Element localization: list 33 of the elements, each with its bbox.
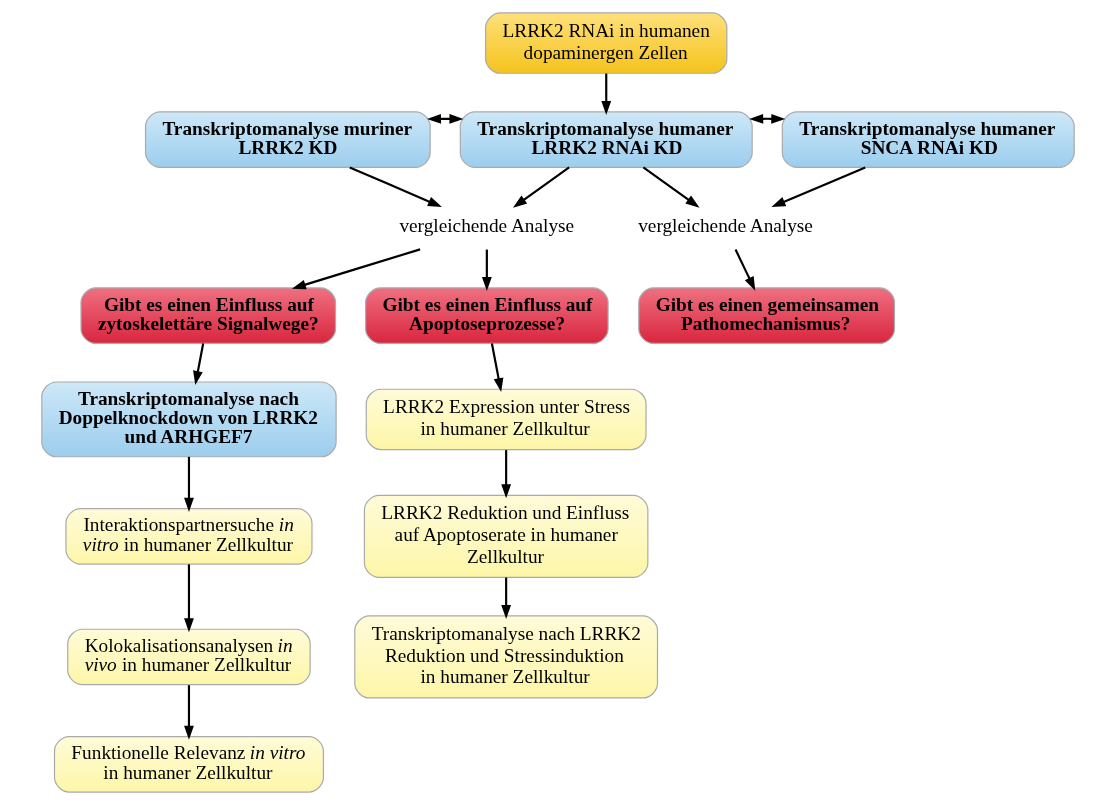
node-box: Funktionelle Relevanz in vitro in humaner Zellkultur <box>53 735 324 793</box>
arrow <box>748 113 785 124</box>
node-box: Kolokalisationsanalysen in vivo in humaner Zellkultur <box>66 628 311 686</box>
node-box: LRRK2 RNAi in humanen dopaminergen Zellen <box>484 12 727 74</box>
node-box: Gibt es einen Einfluss auf zytoskelettäre Signalwege? <box>79 287 336 344</box>
node-text: vergleichende Analyse <box>637 215 813 237</box>
arrow <box>192 343 204 386</box>
node-box: Transkriptomanalyse nach LRRK2 Reduktion und Stressinduktion in humaner Zellkultur <box>353 615 658 699</box>
node-box: Gibt es einen Einfluss auf Apoptoseprozesse? <box>364 287 609 344</box>
node-box: Transkriptomanalyse nach Doppelknockdown von LRRK2 und ARHGEF7 <box>40 381 337 458</box>
node-box: Transkriptomanalyse humaner SNCA RNAi KD <box>781 111 1075 168</box>
arrow <box>291 248 420 290</box>
arrow <box>183 456 194 512</box>
node-box: Interaktionspartnersuche in vitro in humaner Zellkultur <box>64 508 313 565</box>
arrow <box>426 113 463 124</box>
node-box: LRRK2 Expression unter Stress in humaner Zellkultur <box>365 388 647 451</box>
arrow <box>600 73 611 115</box>
arrow <box>183 564 194 633</box>
node-box: Gibt es einen gemeinsamen Pathomechanismus? <box>637 287 895 344</box>
node-box: Transkriptomanalyse muriner LRRK2 KD <box>144 111 431 168</box>
arrow <box>348 166 442 208</box>
arrow <box>512 166 570 208</box>
arrow <box>642 166 700 208</box>
arrow <box>734 249 755 291</box>
arrow <box>500 450 511 499</box>
node-text: vergleichende Analyse <box>398 215 574 237</box>
arrow <box>481 249 492 292</box>
arrow <box>770 166 866 208</box>
node-box: LRRK2 Reduktion und Einfluss auf Apoptoserate in humaner Zellkultur <box>363 494 648 578</box>
node-box: Transkriptomanalyse humaner LRRK2 RNAi KD <box>459 111 753 168</box>
arrow <box>490 343 503 393</box>
arrow <box>183 685 194 740</box>
arrow <box>500 577 511 620</box>
